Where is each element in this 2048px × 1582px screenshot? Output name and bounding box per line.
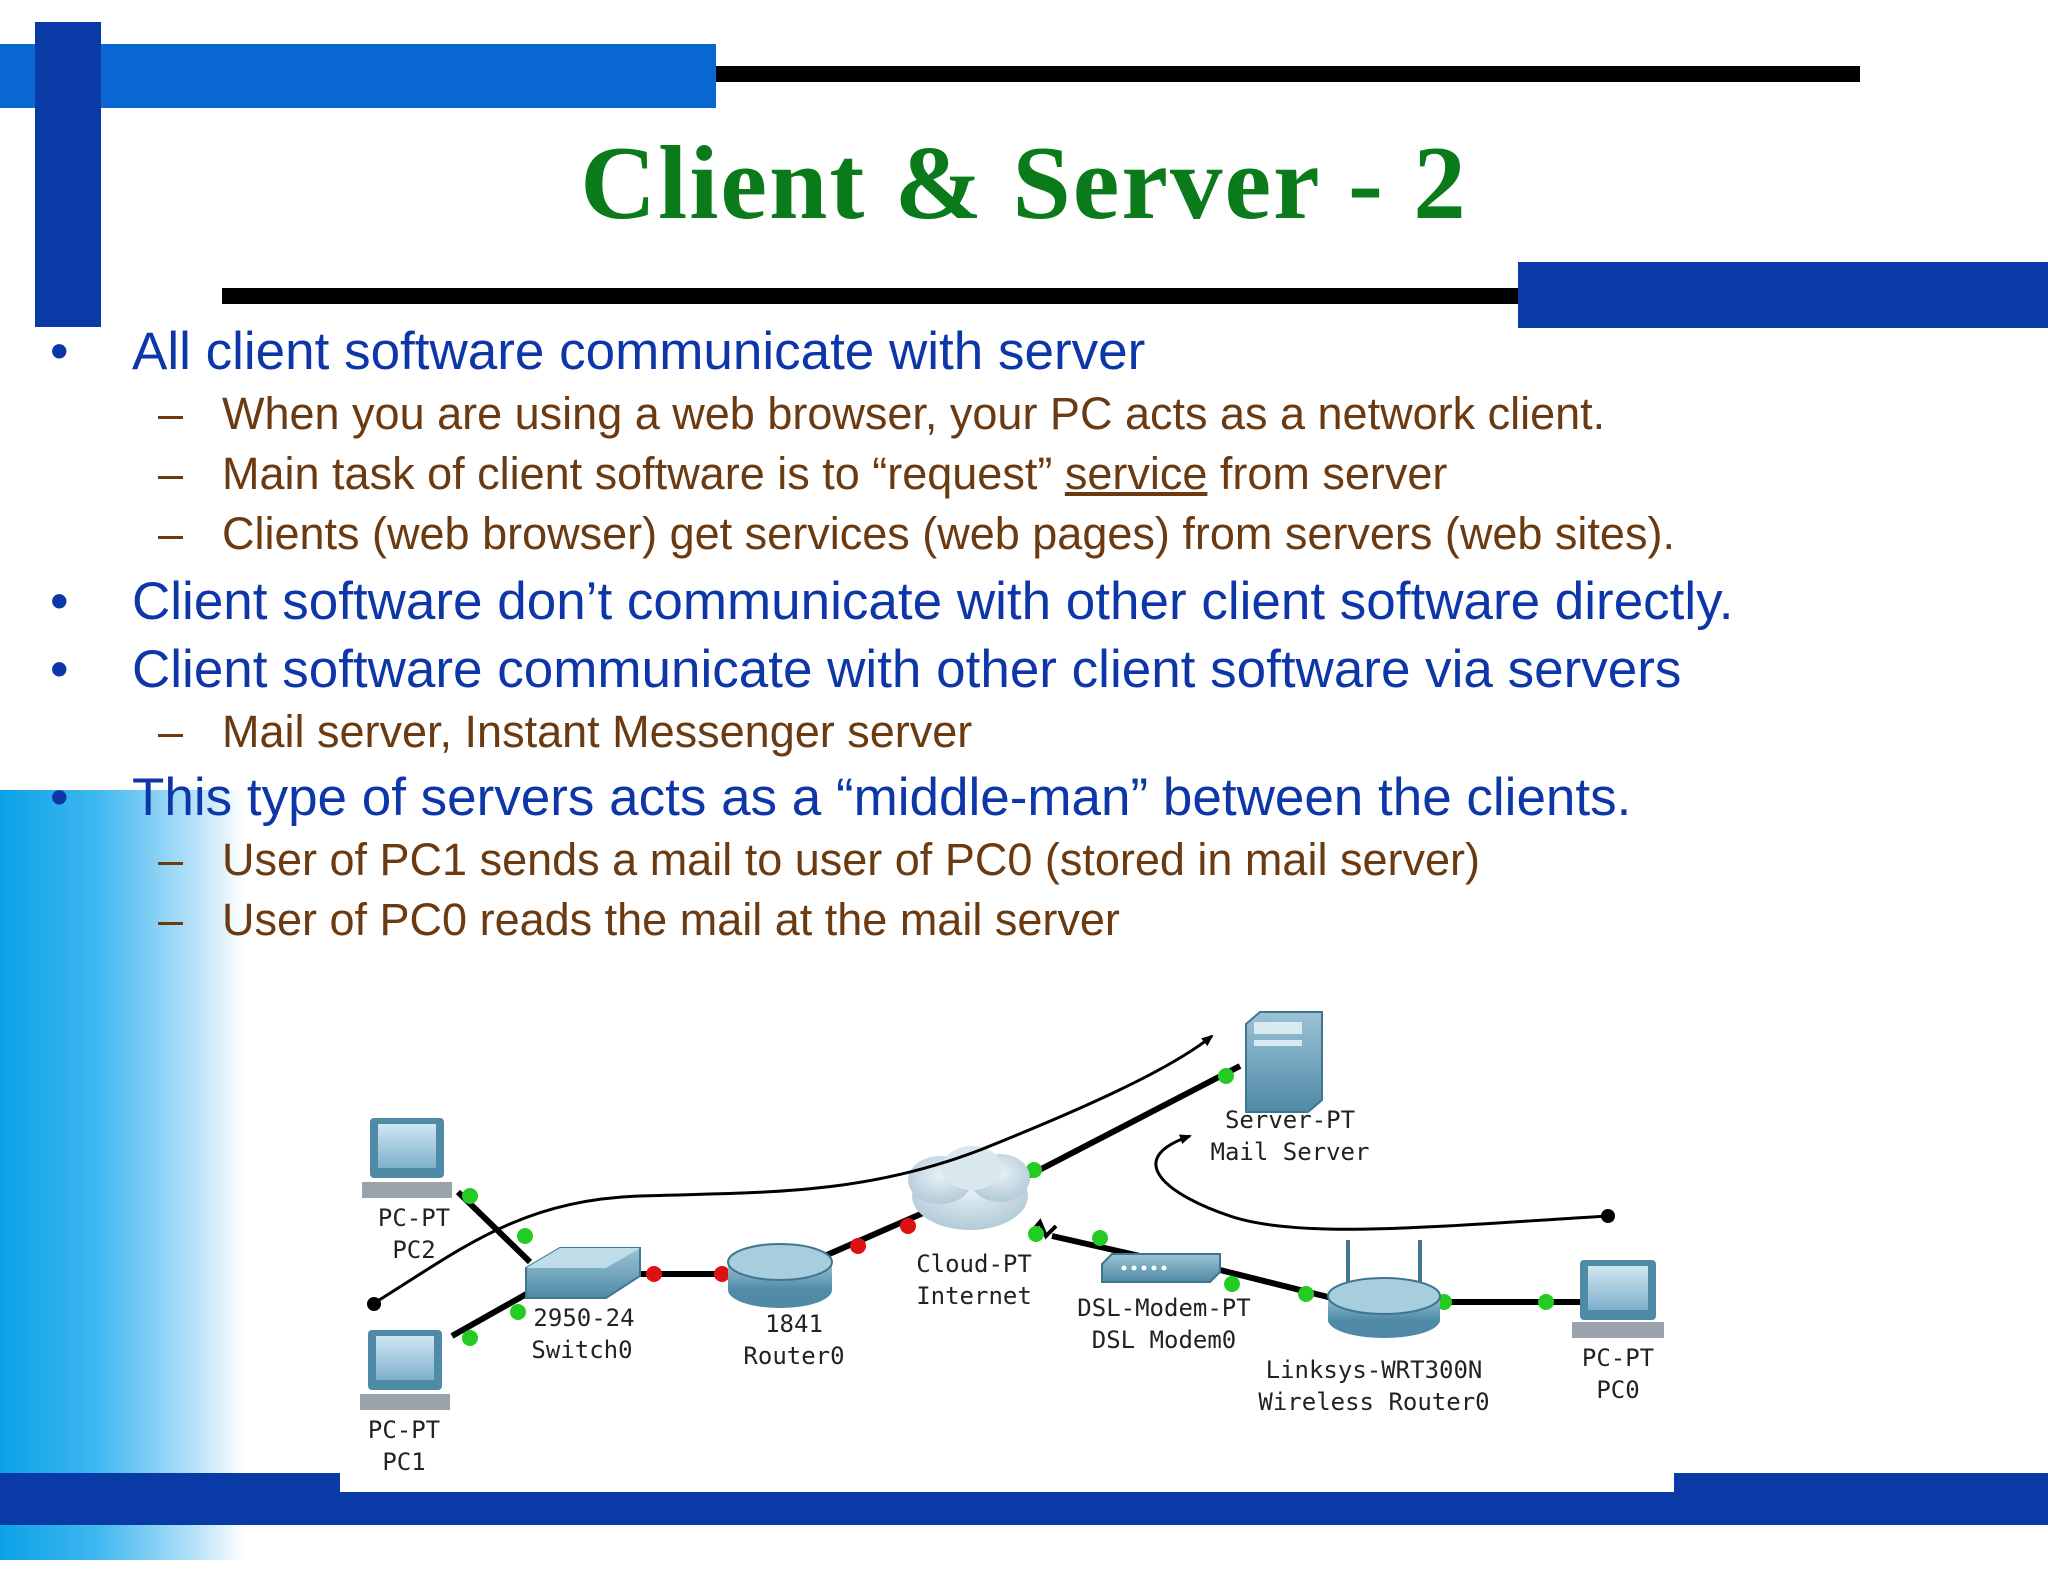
- link-light-green: [1092, 1230, 1108, 1246]
- server-label-type: Server-PT: [1225, 1106, 1355, 1134]
- network-diagram: PC-PT PC2 PC-PT PC1 2950-24 Switch0 1841…: [340, 1000, 1674, 1492]
- pc1-icon: [360, 1330, 450, 1410]
- bullet-item: • All client software communicate with s…: [0, 320, 1960, 384]
- pc2-label-type: PC-PT: [378, 1204, 450, 1232]
- sub-bullet-marker: –: [158, 388, 184, 439]
- sub-bullet-text: When you are using a web browser, your P…: [222, 388, 1606, 439]
- pc0-label-type: PC-PT: [1582, 1344, 1654, 1372]
- link-light-green: [1538, 1294, 1554, 1310]
- right-blue-bar: [1518, 262, 2048, 328]
- pc1-label-type: PC-PT: [368, 1416, 440, 1444]
- router-icon: [727, 1243, 833, 1308]
- cable-router-cloud: [818, 1207, 932, 1261]
- link-light-red: [714, 1266, 730, 1282]
- link-light-red: [646, 1266, 662, 1282]
- cloud-label-name: Internet: [916, 1282, 1032, 1310]
- bullet-item: • This type of servers acts as a “middle…: [0, 766, 1960, 830]
- sub-bullet-text-post: from server: [1207, 448, 1448, 499]
- sub-bullet-marker: –: [158, 706, 184, 757]
- link-light-green: [517, 1228, 533, 1244]
- sub-bullet-marker: –: [158, 834, 184, 885]
- sub-bullet-item: – Main task of client software is to “re…: [0, 444, 1960, 504]
- link-light-green: [462, 1330, 478, 1346]
- link-lights: [462, 1068, 1554, 1346]
- sub-bullet-text: Mail server, Instant Messenger server: [222, 706, 973, 757]
- sub-bullet-text-pre: Main task of client software is to “requ…: [222, 448, 1065, 499]
- pc2-icon: [362, 1118, 452, 1198]
- bullet-text: This type of servers acts as a “middle-m…: [132, 768, 1632, 827]
- left-blue-bar: [35, 22, 101, 327]
- switch-label-name: Switch0: [531, 1336, 632, 1364]
- wireless-label-name: Wireless Router0: [1258, 1388, 1489, 1416]
- left-gradient-decoration: [0, 790, 245, 1560]
- pc2-label-name: PC2: [392, 1236, 435, 1264]
- modem-label-name: DSL Modem0: [1092, 1326, 1237, 1354]
- slide-title: Client & Server - 2: [580, 124, 1468, 241]
- sub-bullet-text: User of PC0 reads the mail at the mail s…: [222, 894, 1120, 945]
- link-light-green: [1026, 1162, 1042, 1178]
- link-light-red: [850, 1238, 866, 1254]
- sub-bullet-item: – Mail server, Instant Messenger server: [0, 702, 1960, 762]
- flow-arrow-start-dot: [1601, 1209, 1615, 1223]
- pc0-label-name: PC0: [1596, 1376, 1639, 1404]
- sub-bullet-item: – User of PC1 sends a mail to user of PC…: [0, 830, 1960, 890]
- cable-pc1-switch: [450, 1289, 532, 1339]
- dsl-modem-icon: [1101, 1253, 1221, 1283]
- cable-modem-router: [1219, 1267, 1341, 1303]
- bullet-text: Client software communicate with other c…: [132, 640, 1682, 699]
- sub-bullet-text: Clients (web browser) get services (web …: [222, 508, 1675, 559]
- sub-bullet-marker: –: [158, 894, 184, 945]
- link-light-green: [1218, 1068, 1234, 1084]
- bullet-item: • Client software don’t communicate with…: [0, 570, 1960, 634]
- bullet-marker: •: [50, 322, 69, 381]
- bullet-text: Client software don’t communicate with o…: [132, 572, 1734, 631]
- server-icon: [1245, 1011, 1323, 1113]
- cloud-label-type: Cloud-PT: [916, 1250, 1032, 1278]
- bullet-marker: •: [50, 572, 69, 631]
- network-diagram-svg: PC-PT PC2 PC-PT PC1 2950-24 Switch0 1841…: [360, 1011, 1664, 1476]
- wireless-label-model: Linksys-WRT300N: [1266, 1356, 1483, 1384]
- server-label-name: Mail Server: [1211, 1138, 1370, 1166]
- sub-bullet-marker: –: [158, 448, 184, 499]
- link-light-green: [1298, 1286, 1314, 1302]
- sub-bullet-item: – Clients (web browser) get services (we…: [0, 504, 1960, 564]
- pc1-label-name: PC1: [382, 1448, 425, 1476]
- sub-bullet-item: – User of PC0 reads the mail at the mail…: [0, 890, 1960, 950]
- flow-arrow-pc1-to-server: [375, 1034, 1214, 1304]
- top-blue-bar: [0, 44, 716, 108]
- switch-label-model: 2950-24: [533, 1304, 634, 1332]
- bullet-text: All client software communicate with ser…: [132, 322, 1146, 381]
- cable-modem-wireless: [1051, 1233, 1141, 1259]
- router-label-model: 1841: [765, 1310, 823, 1338]
- title-underline-rule: [222, 288, 1522, 304]
- router-label-name: Router0: [743, 1342, 844, 1370]
- flow-arrow-pc0-to-server: [1154, 1134, 1609, 1231]
- link-light-green: [510, 1304, 526, 1320]
- bullet-item: • Client software communicate with other…: [0, 638, 1960, 702]
- link-light-green: [1224, 1276, 1240, 1292]
- cloud-icon: [908, 1146, 1030, 1230]
- service-link-text: service: [1064, 448, 1208, 499]
- bullet-marker: •: [50, 768, 69, 827]
- bullet-list: • All client software communicate with s…: [0, 320, 1960, 950]
- sub-bullet-item: – When you are using a web browser, your…: [0, 384, 1960, 444]
- sub-bullet-marker: –: [158, 508, 184, 559]
- wireless-router-icon: [1327, 1240, 1441, 1338]
- bullet-marker: •: [50, 640, 69, 699]
- pc0-icon: [1572, 1260, 1664, 1338]
- cable-cloud-server: [1018, 1063, 1242, 1183]
- switch-icon: [525, 1247, 641, 1299]
- modem-label-type: DSL-Modem-PT: [1077, 1294, 1250, 1322]
- link-light-red: [900, 1218, 916, 1234]
- link-light-green: [1028, 1226, 1044, 1242]
- flow-arrow-start-dot: [367, 1297, 381, 1311]
- sub-bullet-text: User of PC1 sends a mail to user of PC0 …: [222, 834, 1480, 885]
- link-light-green: [462, 1188, 478, 1204]
